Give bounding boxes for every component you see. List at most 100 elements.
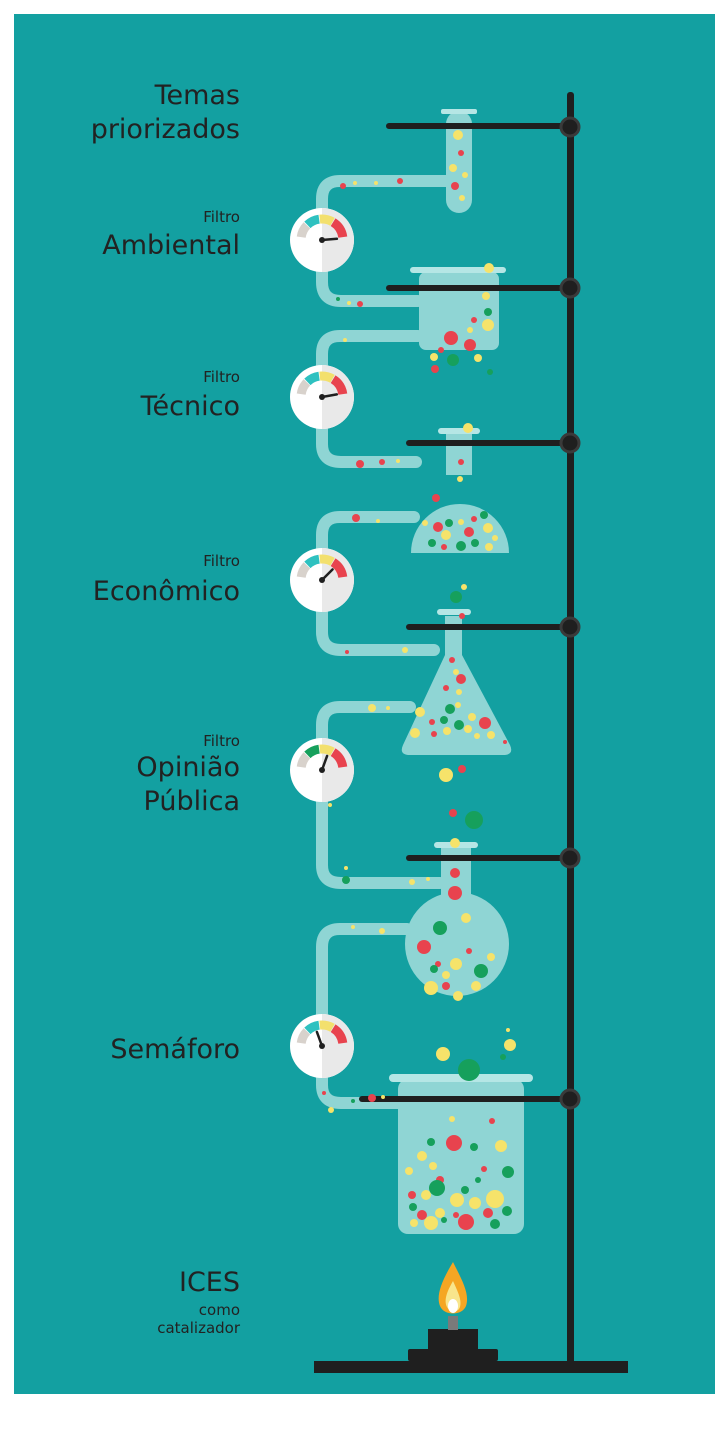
- bubble: [439, 768, 453, 782]
- bubble: [459, 613, 465, 619]
- bubble: [487, 369, 493, 375]
- gauge-arc: [319, 214, 335, 226]
- bubble: [405, 1167, 413, 1175]
- bubble: [408, 1191, 416, 1199]
- bubble: [417, 1151, 427, 1161]
- bubble: [351, 925, 355, 929]
- bubble: [352, 514, 360, 522]
- bubble: [458, 765, 466, 773]
- bubble: [353, 181, 357, 185]
- bubble: [464, 339, 476, 351]
- gauge-arc: [319, 554, 335, 566]
- gauges: [290, 208, 354, 1078]
- gauge-pivot: [319, 394, 325, 400]
- label-tecnico-filtro: Filtro: [203, 368, 240, 386]
- label-ices: ICES: [178, 1267, 240, 1298]
- bubble: [345, 650, 349, 654]
- label-economico: Econômico: [92, 576, 240, 607]
- bubble: [438, 347, 444, 353]
- gauge-icon: [290, 208, 354, 272]
- gauge-arc: [296, 222, 311, 239]
- bubble: [500, 1054, 506, 1060]
- bubble: [342, 876, 350, 884]
- bubble: [435, 961, 441, 967]
- bubble: [433, 921, 447, 935]
- label-ices-line2: catalizador: [157, 1319, 240, 1337]
- label-opiniao-line1: Opinião: [136, 752, 240, 783]
- bubble: [436, 1047, 450, 1061]
- bubble: [490, 1219, 500, 1229]
- gauge-arc: [330, 375, 348, 396]
- bubble: [484, 308, 492, 316]
- bubble: [450, 591, 462, 603]
- bubble: [482, 319, 494, 331]
- large-beaker-rim: [389, 1074, 533, 1082]
- bubble: [415, 707, 425, 717]
- bubble: [474, 354, 482, 362]
- test-tube-rim: [441, 109, 477, 114]
- bubble: [431, 365, 439, 373]
- gauge-pivot: [319, 767, 325, 773]
- bubble: [432, 494, 440, 502]
- bubble: [450, 958, 462, 970]
- bubble: [442, 971, 450, 979]
- bubble: [379, 928, 385, 934]
- stand-pole: [567, 92, 574, 1367]
- bubble: [471, 317, 477, 323]
- bubble: [442, 982, 450, 990]
- bubble: [441, 544, 447, 550]
- bubble: [447, 354, 459, 366]
- bubble: [456, 689, 462, 695]
- bubble: [503, 740, 507, 744]
- beaker-rim: [410, 267, 506, 273]
- gauge-icon: [290, 738, 354, 802]
- bubble: [481, 1166, 487, 1172]
- bubble: [368, 704, 376, 712]
- flame-icon: [438, 1262, 468, 1314]
- bubble: [430, 353, 438, 361]
- flask-icon: [446, 431, 472, 475]
- ring-stand: [314, 92, 628, 1373]
- bubble: [417, 1210, 427, 1220]
- bubble: [453, 669, 459, 675]
- bubble: [470, 1143, 478, 1151]
- bubble: [449, 657, 455, 663]
- bubble: [417, 940, 431, 954]
- bubble: [429, 1180, 445, 1196]
- bubble: [357, 301, 363, 307]
- bubble: [421, 1190, 431, 1200]
- bubble: [396, 459, 400, 463]
- bubble: [445, 704, 455, 714]
- label-ambiental-filtro: Filtro: [203, 208, 240, 226]
- burner-icon: [408, 1316, 498, 1361]
- footer-caption: priorização dos temas na ICES: [106, 1403, 609, 1442]
- bubble: [489, 1118, 495, 1124]
- gauge-arc: [330, 748, 348, 769]
- bubble: [474, 733, 480, 739]
- bubble: [441, 1217, 447, 1223]
- bubble: [426, 877, 430, 881]
- bubble: [410, 728, 420, 738]
- gauge-icon: [290, 548, 354, 612]
- bubble: [502, 1166, 514, 1178]
- bubble: [454, 720, 464, 730]
- bubble: [344, 866, 348, 870]
- bubble: [356, 460, 364, 468]
- bubble: [455, 702, 461, 708]
- bubbles: [318, 130, 516, 1230]
- gauge-arc: [319, 371, 335, 383]
- bubble: [336, 297, 340, 301]
- bubble: [450, 838, 460, 848]
- bubble: [374, 181, 378, 185]
- bubble: [495, 1140, 507, 1152]
- bubble: [453, 130, 463, 140]
- bubble: [450, 1193, 464, 1207]
- bubble: [458, 1214, 474, 1230]
- bubble: [461, 584, 467, 590]
- bubble: [397, 178, 403, 184]
- clamp-arm-3: [406, 440, 572, 446]
- bubble: [483, 523, 493, 533]
- bubble: [471, 539, 479, 547]
- bubble: [427, 1138, 435, 1146]
